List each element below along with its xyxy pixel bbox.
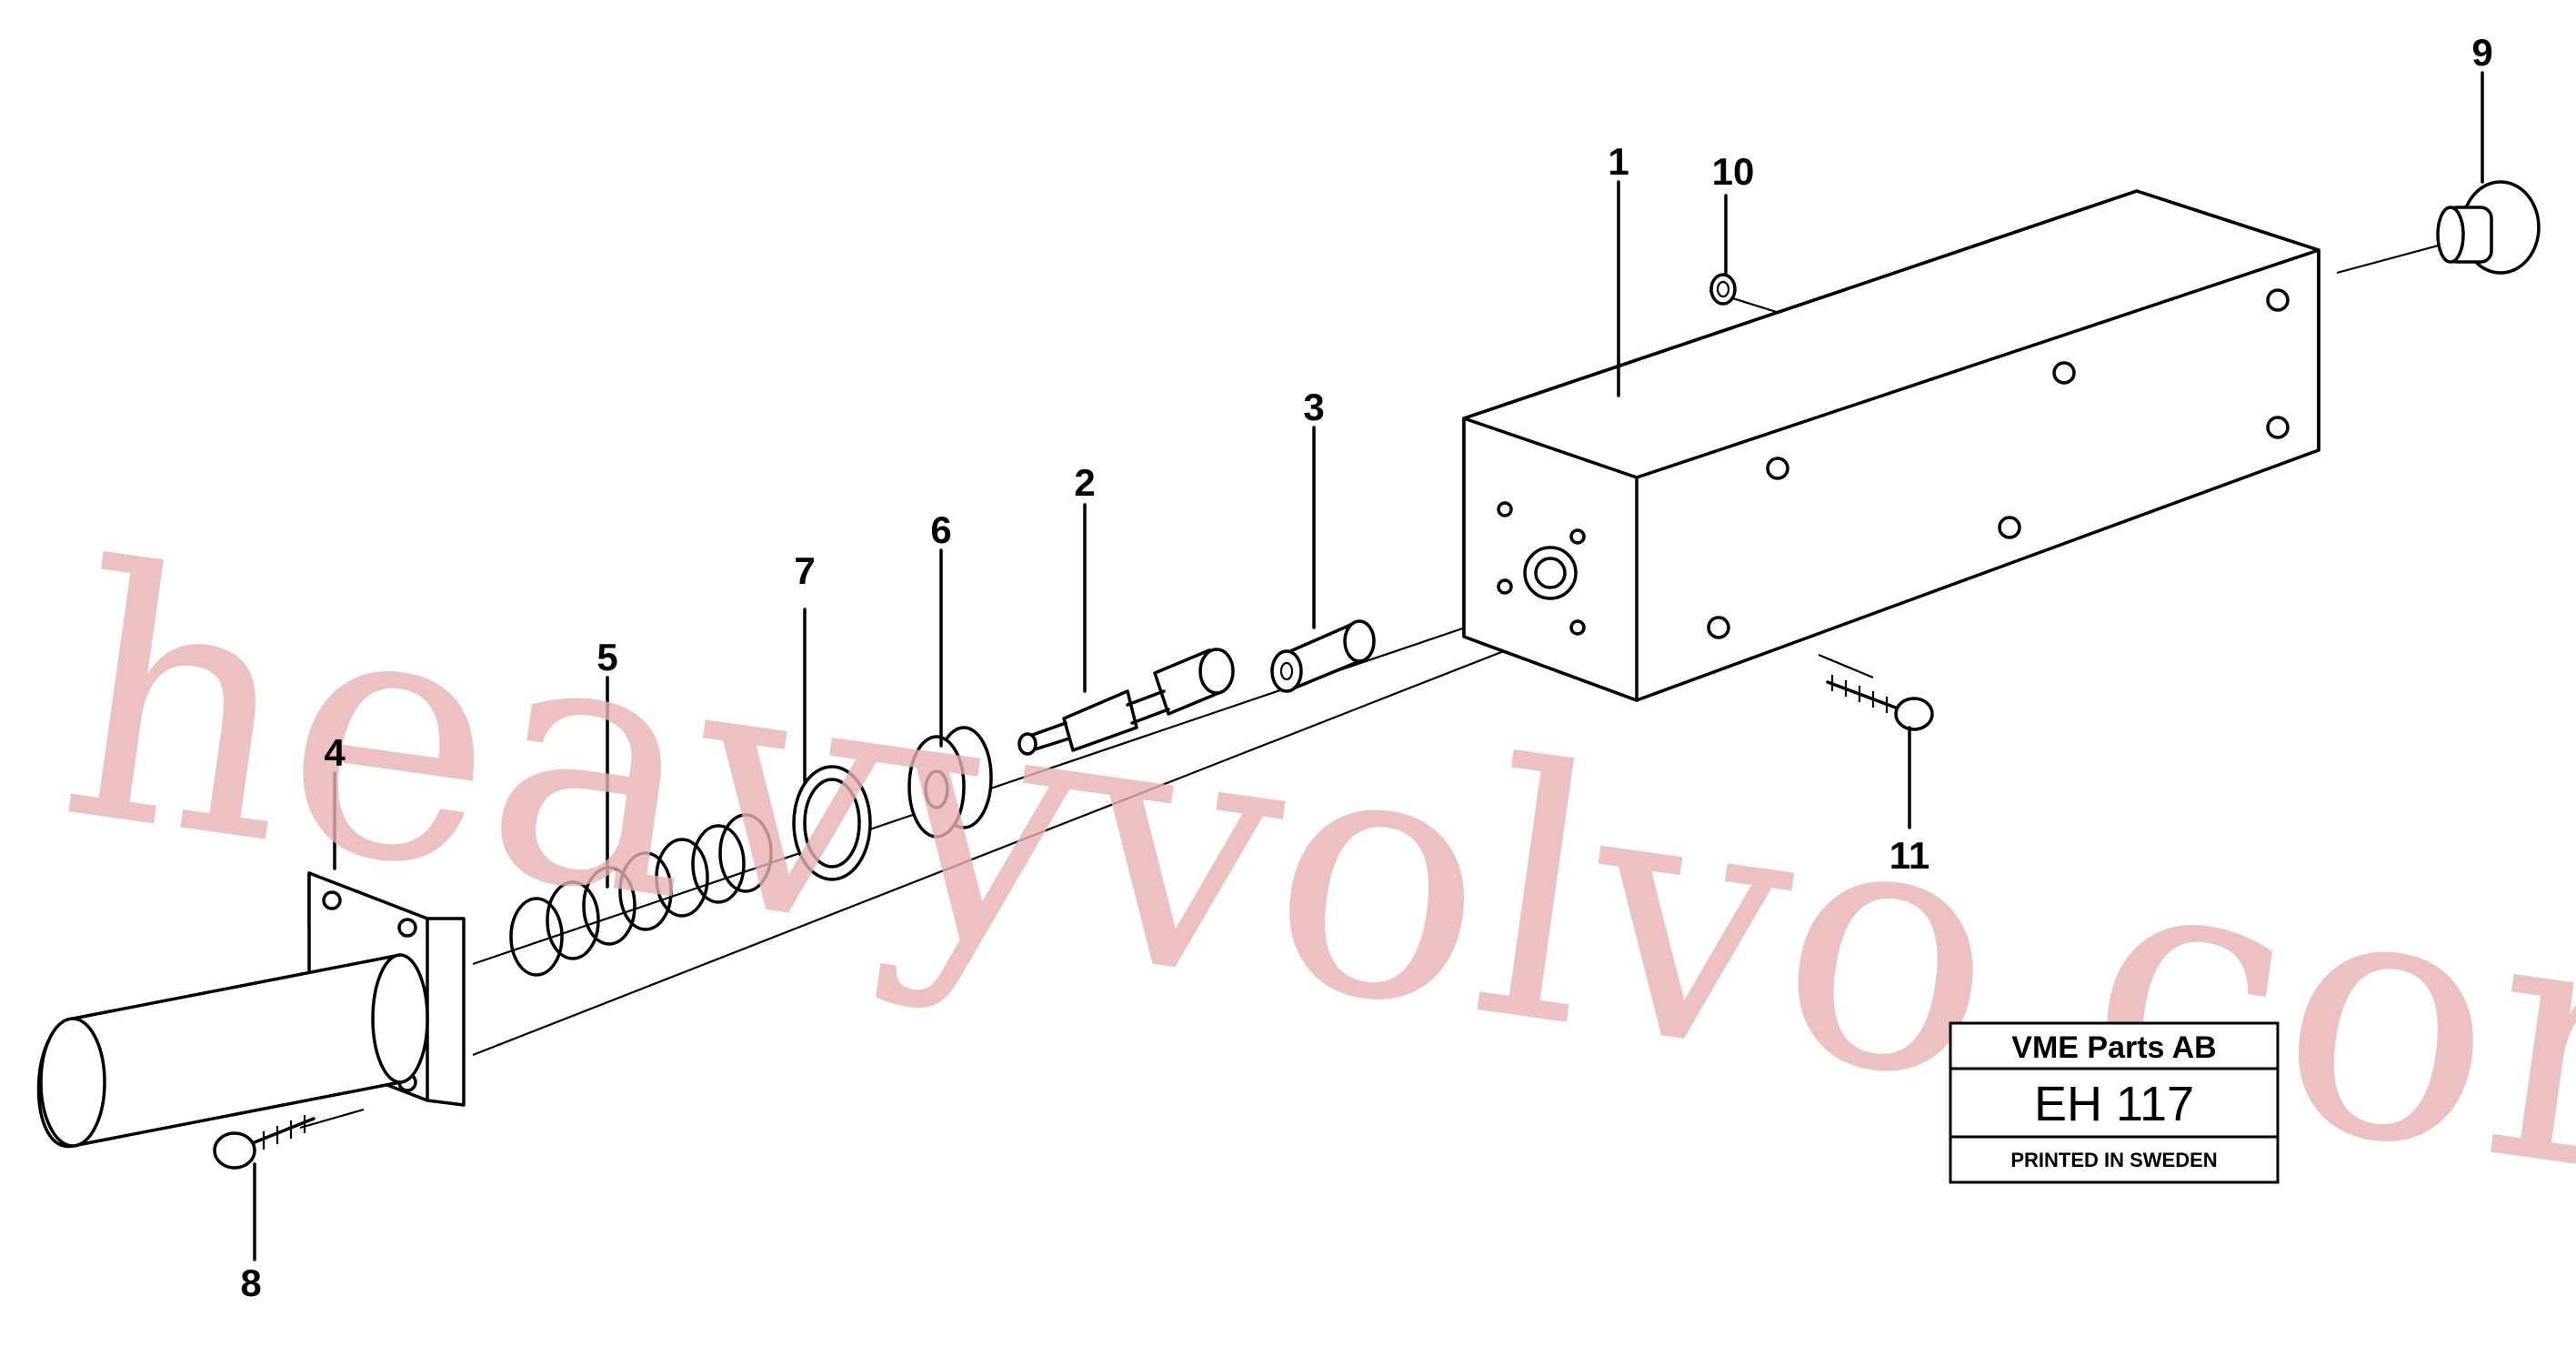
callout-5: 5 xyxy=(596,636,617,678)
callout-2: 2 xyxy=(1074,461,1095,504)
callout-11: 11 xyxy=(1889,834,1929,877)
callout-3: 3 xyxy=(1303,386,1324,428)
title-block-code: EH 117 xyxy=(2034,1077,2194,1131)
callout-4: 4 xyxy=(324,731,346,774)
sleeve-3 xyxy=(1270,619,1376,693)
screw-11 xyxy=(1826,675,1934,731)
title-block-footer: PRINTED IN SWEDEN xyxy=(2010,1149,2217,1171)
spool-2 xyxy=(1017,648,1235,756)
callout-8: 8 xyxy=(240,1261,261,1304)
callout-9: 9 xyxy=(2471,31,2492,74)
callout-1: 1 xyxy=(1608,140,1629,183)
callout-6: 6 xyxy=(930,508,951,551)
screw-8 xyxy=(213,1115,316,1170)
valve-housing-block xyxy=(1462,189,2320,702)
callout-labels: 1 2 3 4 5 6 7 8 9 10 11 xyxy=(240,31,2492,1304)
oring-10 xyxy=(1709,273,1737,306)
plug-9 xyxy=(2436,180,2541,275)
end-cover-4 xyxy=(36,871,466,1148)
title-block: VME Parts AB EH 117 PRINTED IN SWEDEN xyxy=(1949,1021,2280,1184)
spring-5 xyxy=(509,813,773,977)
spring-seat-6 xyxy=(907,726,993,839)
leader-lines xyxy=(253,71,2484,1261)
callout-7: 7 xyxy=(794,549,815,592)
assembly-axis-lines xyxy=(299,239,2456,1130)
oring-7 xyxy=(792,765,872,881)
title-block-company: VME Parts AB xyxy=(2011,1030,2216,1065)
callout-10: 10 xyxy=(1712,150,1755,193)
